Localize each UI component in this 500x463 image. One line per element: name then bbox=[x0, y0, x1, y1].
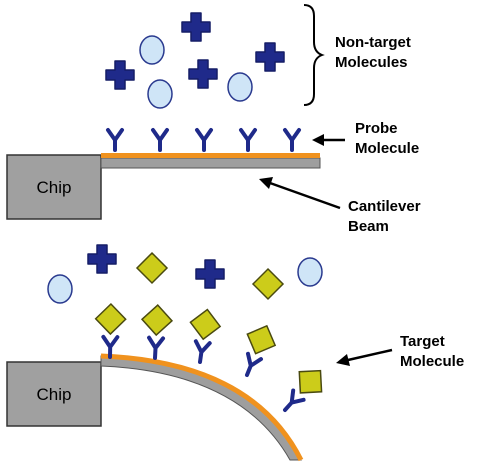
probe-molecules-top bbox=[106, 128, 301, 152]
chip-label: Chip bbox=[37, 385, 72, 404]
probe-molecule bbox=[277, 388, 306, 417]
probe-target-pair bbox=[238, 319, 282, 380]
cantilever-arrow bbox=[259, 177, 341, 210]
target-molecule bbox=[288, 359, 333, 404]
probe-target-pair bbox=[94, 302, 127, 360]
probe-molecule bbox=[148, 338, 163, 359]
target-label-line2: Molecule bbox=[400, 353, 464, 370]
brace bbox=[303, 4, 325, 106]
nontarget-label-line1: Non-target bbox=[335, 34, 411, 51]
nontarget-circle bbox=[147, 79, 173, 109]
probe-molecule bbox=[238, 351, 263, 380]
nontarget-cross bbox=[87, 244, 117, 274]
target-molecule bbox=[94, 302, 127, 336]
bottom-panel: Chip bbox=[6, 244, 464, 462]
probe-molecule bbox=[191, 339, 212, 365]
probe-target-pair bbox=[277, 359, 333, 417]
gold-coating bbox=[101, 153, 320, 158]
nontarget-cross bbox=[255, 42, 285, 72]
target-molecule bbox=[187, 306, 223, 343]
cantilever-beam bbox=[100, 157, 321, 169]
nontarget-cross bbox=[188, 59, 218, 89]
nontarget-circle bbox=[139, 35, 165, 65]
target-molecule bbox=[140, 303, 174, 337]
probe-molecule bbox=[283, 128, 301, 152]
chip bbox=[6, 361, 102, 427]
probe-target-pair bbox=[187, 306, 223, 365]
probe-molecule bbox=[151, 128, 169, 152]
top-panel: Chip Non-target Molecules Probe Molecule… bbox=[6, 4, 421, 235]
target-molecule bbox=[136, 252, 168, 284]
gold-coating-bent bbox=[100, 353, 304, 462]
free-molecules-bottom bbox=[47, 244, 323, 304]
probe-target-pair bbox=[140, 303, 174, 359]
nontarget-circle bbox=[47, 274, 73, 304]
probe-molecule bbox=[195, 128, 213, 152]
probe-molecule bbox=[106, 128, 124, 152]
probe-molecule bbox=[239, 128, 257, 152]
nontarget-circle bbox=[227, 72, 253, 102]
nontarget-cross bbox=[105, 60, 135, 90]
target-molecule bbox=[252, 268, 284, 300]
nontarget-cross bbox=[195, 259, 225, 289]
cantilever-label-line1: Cantilever bbox=[348, 198, 421, 215]
nontarget-cross bbox=[181, 12, 211, 42]
nontarget-molecules-top bbox=[105, 12, 285, 109]
chip-label: Chip bbox=[37, 178, 72, 197]
target-arrow bbox=[336, 348, 393, 366]
nontarget-label-line2: Molecules bbox=[335, 54, 408, 71]
cantilever-label-line2: Beam bbox=[348, 218, 389, 235]
probe-label-line1: Probe bbox=[355, 120, 398, 137]
probe-arrow bbox=[312, 134, 345, 146]
nontarget-circle bbox=[297, 257, 323, 287]
probe-label-line2: Molecule bbox=[355, 140, 419, 157]
target-label-line1: Target bbox=[400, 333, 445, 350]
chip bbox=[6, 154, 102, 220]
